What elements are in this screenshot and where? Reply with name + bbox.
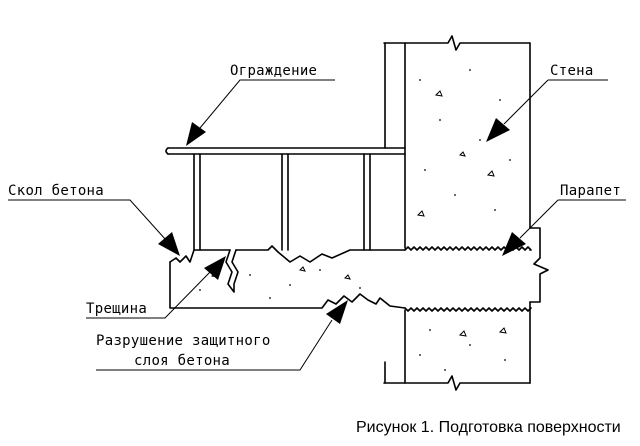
concrete-texture [416,69,511,371]
leader-parapet [502,199,626,256]
label-railing: Ограждение [230,63,317,79]
leader-railing [186,79,335,146]
label-parapet: Парапет [560,183,621,199]
slab [169,245,532,312]
label-wall: Стена [550,63,594,79]
label-chipping: Скол бетона [8,183,104,199]
figure-caption: Рисунок 1. Подготовка поверхности [356,419,621,436]
leader-wall [486,79,608,142]
leader-crack [86,256,226,319]
label-destruction-line1: Разрушение защитного [96,333,271,349]
leader-destruction [96,300,348,371]
leader-chipping [8,199,180,256]
label-destruction-line2: слоя бетона [134,353,230,369]
railing [165,147,406,251]
wall [383,35,549,391]
crack-line [225,249,239,293]
label-crack: Трещина [86,301,147,317]
